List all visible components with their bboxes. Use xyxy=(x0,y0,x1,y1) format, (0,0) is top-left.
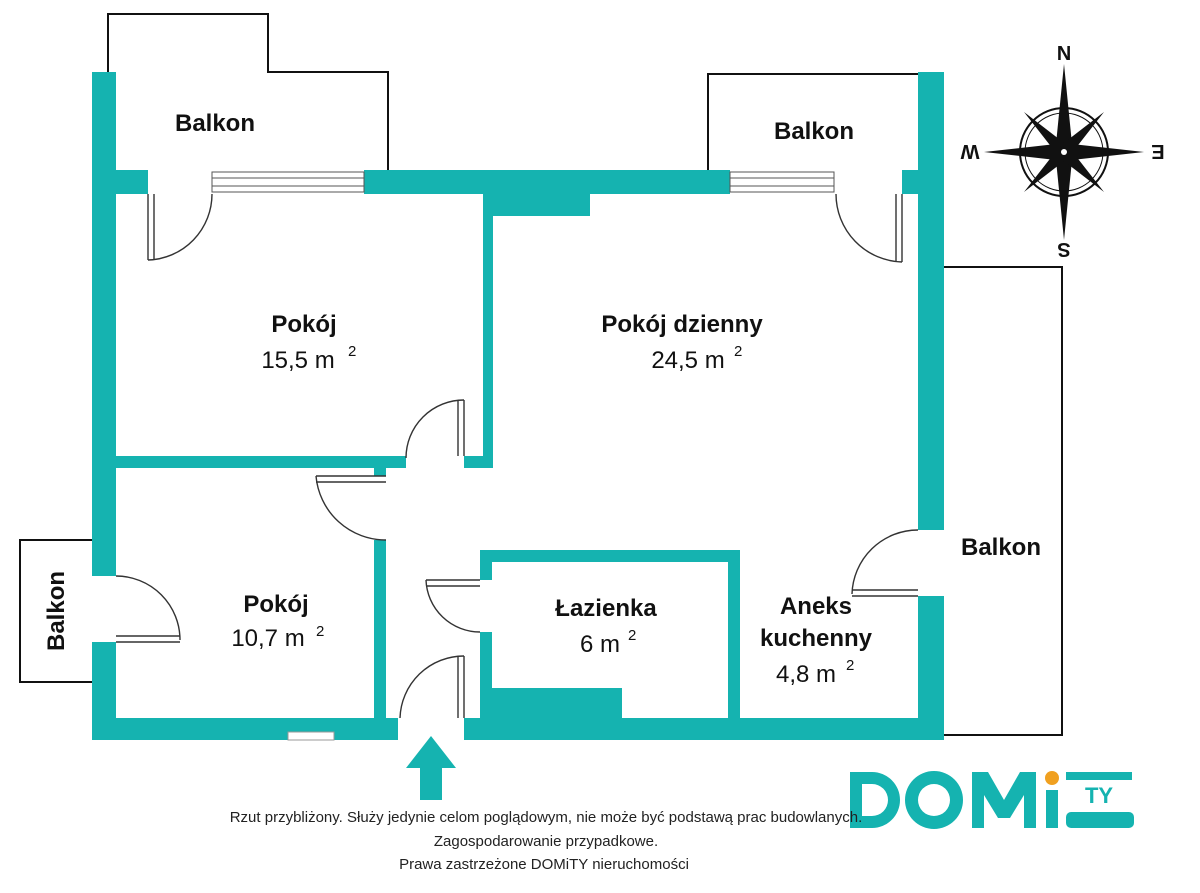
room-name-lazienka: Łazienka xyxy=(555,595,657,622)
compass-rose-icon: N S W E xyxy=(960,41,1164,260)
balcony-label-top-left: Balkon xyxy=(175,110,255,137)
room-area-pokoj-10: 10,7 m xyxy=(231,625,304,652)
footer-notes: Rzut przybliżony. Służy jedynie celom po… xyxy=(230,809,863,873)
balcony-outlines xyxy=(19,13,1063,736)
balcony-label-right: Balkon xyxy=(961,534,1041,561)
svg-text:TY: TY xyxy=(1085,783,1113,808)
footer-line-3: Prawa zastrzeżone DOMiTY nieruchomości xyxy=(399,856,689,873)
balcony-label-left: Balkon xyxy=(43,571,70,651)
room-area-lazienka: 6 m xyxy=(580,631,620,658)
room-name-pokoj-15: Pokój xyxy=(271,311,336,338)
room-name-aneks: Aneks xyxy=(780,593,852,620)
footer-line-2: Zagospodarowanie przypadkowe. xyxy=(434,833,658,850)
room-name-kuchenny: kuchenny xyxy=(760,625,873,652)
room-area-sup: 2 xyxy=(348,343,356,360)
room-area-sup: 2 xyxy=(734,343,742,360)
walls xyxy=(92,72,944,740)
room-name-pokoj-10: Pokój xyxy=(243,591,308,618)
windows xyxy=(211,171,835,741)
doors xyxy=(115,193,919,719)
room-area-aneks: 4,8 m xyxy=(776,661,836,688)
compass-north: N xyxy=(1057,41,1071,63)
entrance-arrow-icon xyxy=(406,736,456,800)
room-area-sup: 2 xyxy=(628,627,636,644)
room-name-pokoj-dzienny: Pokój dzienny xyxy=(601,311,763,338)
compass-east: E xyxy=(1151,140,1164,162)
room-labels: Pokój 15,5 m 2 Pokój dzienny 24,5 m 2 Po… xyxy=(43,110,1041,688)
compass-south: S xyxy=(1057,238,1070,260)
domity-logo: TY xyxy=(850,771,1134,829)
balcony-label-top-right: Balkon xyxy=(774,118,854,145)
room-area-pokoj-dzienny: 24,5 m xyxy=(651,347,724,374)
footer-line-1: Rzut przybliżony. Służy jedynie celom po… xyxy=(230,809,863,826)
room-area-sup: 2 xyxy=(316,623,324,640)
room-area-sup: 2 xyxy=(846,657,854,674)
room-area-pokoj-15: 15,5 m xyxy=(261,347,334,374)
compass-west: W xyxy=(960,140,979,162)
